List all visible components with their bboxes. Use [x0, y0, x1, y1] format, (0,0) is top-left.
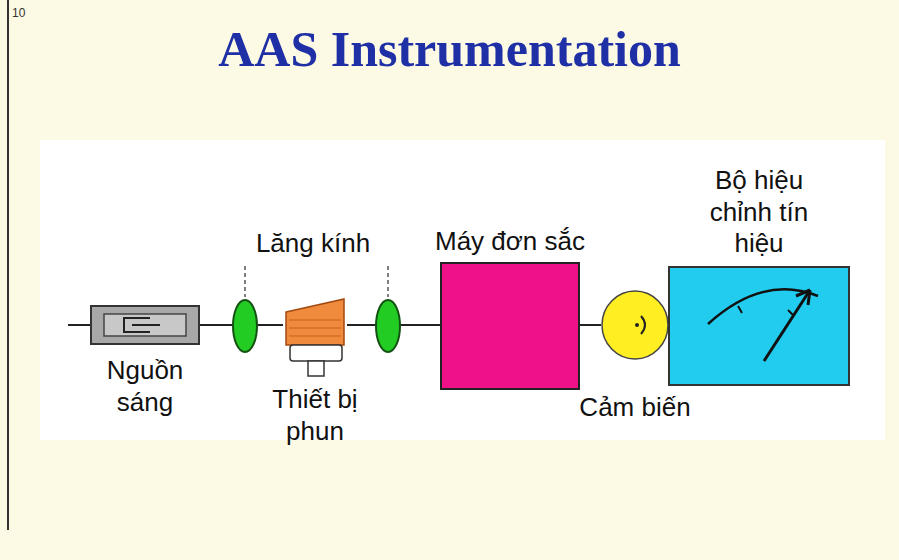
lens — [233, 300, 257, 352]
node-label: Thiết bị phun — [255, 384, 375, 447]
beam-line — [580, 324, 601, 326]
monochromator-shape — [440, 262, 580, 390]
beam-stub — [68, 324, 90, 326]
detector: Cảm biến — [601, 290, 669, 360]
lens — [376, 300, 400, 352]
part-label: Lăng kính — [228, 228, 398, 260]
left-rule — [7, 0, 9, 530]
leader-line — [244, 266, 246, 297]
nebulizer: Thiết bị phun — [283, 298, 347, 378]
signal-readout-shape — [668, 266, 850, 386]
page-title: AAS Instrumentation — [0, 22, 899, 77]
node-label: Máy đơn sắc — [410, 226, 610, 258]
light-source: Nguồn sáng — [90, 305, 200, 345]
leader-line — [387, 266, 389, 297]
detector-shape — [601, 290, 669, 360]
slide-number: 10 — [12, 6, 25, 21]
nebulizer-shape — [283, 298, 347, 378]
signal-readout: Bộ hiệu chỉnh tín hiệu — [668, 266, 850, 386]
node-label: Bộ hiệu chỉnh tín hiệu — [684, 165, 834, 260]
node-label: Nguồn sáng — [85, 355, 205, 418]
monochromator: Máy đơn sắc — [440, 262, 580, 390]
light-source-shape — [90, 305, 200, 345]
node-label: Cảm biến — [570, 392, 700, 424]
